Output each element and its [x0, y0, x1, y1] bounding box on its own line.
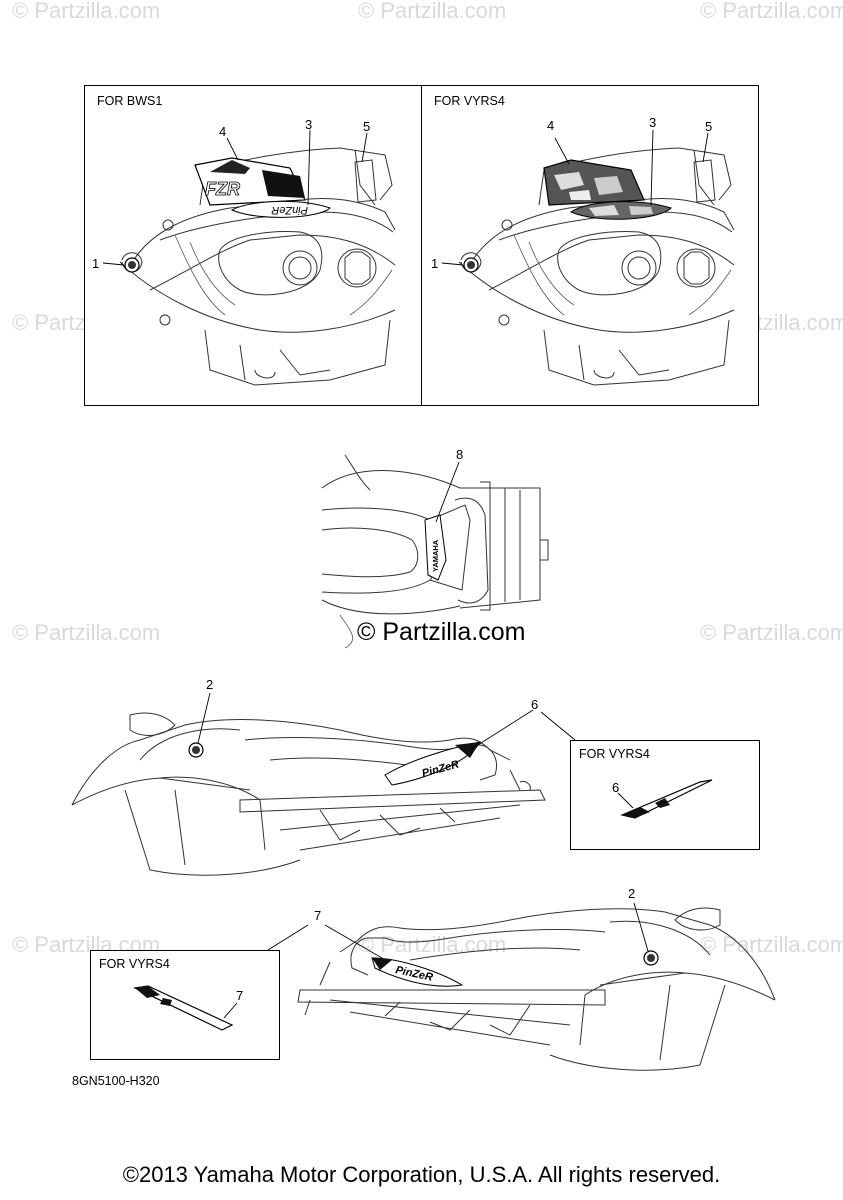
callout-1: 1: [431, 256, 439, 271]
watermark: © Partzilla.com: [700, 932, 843, 957]
callout-3: 3: [305, 117, 313, 132]
mid-right-panel: FOR VYRS4: [570, 740, 760, 850]
center-watermark: © Partzilla.com: [357, 618, 526, 646]
part-code: 8GN5100-H320: [72, 1074, 160, 1088]
callout-1: 1: [92, 256, 100, 271]
decal-yamaha-text: YAMAHA: [431, 539, 440, 572]
panel-label: FOR VYRS4: [434, 94, 505, 108]
callout-3: 3: [649, 115, 657, 130]
watermark: © Partzilla.com: [12, 0, 161, 23]
callout-2: 2: [206, 677, 214, 692]
watermark: © Partzilla.com: [700, 0, 843, 23]
panel-label: FOR BWS1: [97, 94, 163, 108]
watermark: © Partzilla.com: [358, 932, 507, 957]
callout-5: 5: [705, 119, 713, 134]
callout-5: 5: [363, 119, 371, 134]
callout-4: 4: [219, 124, 227, 139]
watermark: © Partzilla.com: [12, 620, 161, 645]
callout-4: 4: [547, 118, 555, 133]
watermark: © Partzilla.com: [358, 0, 507, 23]
watermark: © Partzilla.com: [700, 620, 843, 645]
panel-label: FOR VYRS4: [579, 747, 650, 761]
callout-6: 6: [612, 780, 620, 795]
callout-8: 8: [456, 447, 464, 462]
callout-7: 7: [314, 908, 322, 923]
top-right-panel: FOR VYRS4: [421, 85, 759, 406]
decal-fzr-text: FZR: [205, 179, 240, 199]
copyright-notice: ©2013 Yamaha Motor Corporation, U.S.A. A…: [122, 1162, 721, 1187]
callout-7: 7: [236, 988, 244, 1003]
callout-6: 6: [531, 697, 539, 712]
callout-2: 2: [628, 886, 636, 901]
panel-label: FOR VYRS4: [99, 957, 170, 971]
decal-pinzer-text: PinZeR: [271, 204, 308, 216]
